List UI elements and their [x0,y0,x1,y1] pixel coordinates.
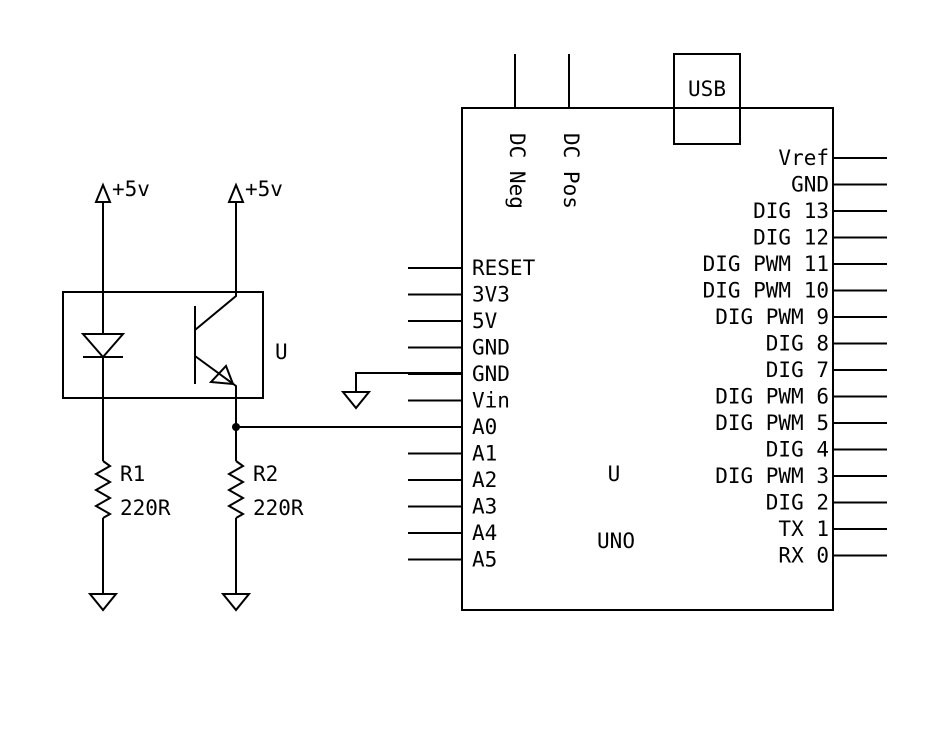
dc-neg-label: DC Neg [505,133,529,209]
ground-symbol-board [340,391,372,410]
pin-label-gnd-1: GND [791,173,829,197]
led-branch: +5v R1 220R [80,177,171,612]
pin-label-a4-10: A4 [472,521,497,545]
r1-value: 220R [120,496,171,520]
supply-arrow-right [227,182,245,203]
ground-symbol-r2 [220,593,252,612]
optocoupler-body [62,291,264,399]
pin-label-dig-7-8: DIG 7 [766,358,829,382]
resistor-r2 [226,460,246,519]
pin-label-rx-0-15: RX 0 [778,544,829,568]
supply-arrow-left [94,182,112,203]
supply-label-left: +5v [112,177,150,201]
pin-label-dig-2-13: DIG 2 [766,491,829,515]
pin-label-dig-12-3: DIG 12 [753,226,829,250]
pin-label-vref-0: Vref [778,146,829,170]
board-model: UNO [597,529,635,553]
transistor-branch: +5v R2 220R [194,177,462,612]
pin-label-a0-6: A0 [472,415,497,439]
pin-label-reset-0: RESET [472,256,536,280]
pin-label-vin-5: Vin [472,389,510,413]
pin-label-gnd-4: GND [472,362,510,386]
r1-ref: R1 [120,462,145,486]
pin-label-tx-1-14: TX 1 [778,517,829,541]
pin-label-dig-pwm-6-9: DIG PWM 6 [715,385,829,409]
led-symbol [80,333,126,359]
pin-label-dig-pwm-5-10: DIG PWM 5 [715,411,829,435]
transistor-collector [194,292,237,331]
board-body [461,107,834,611]
dc-pos-label: DC Pos [559,133,583,209]
transistor-emitter [194,355,237,428]
emitter-arrow [208,364,235,386]
pin-label-dig-4-11: DIG 4 [766,438,829,462]
pin-label-dig-8-7: DIG 8 [766,332,829,356]
supply-label-right: +5v [245,177,283,201]
pin-label-3v3-1: 3V3 [472,283,510,307]
usb-connector [673,53,741,145]
pin-label-a2-8: A2 [472,468,497,492]
pin-label-a5-11: A5 [472,548,497,572]
pin-label-a3-9: A3 [472,495,497,519]
board-ref: U [608,462,621,486]
r2-ref: R2 [253,462,278,486]
pin-label-dig-pwm-3-12: DIG PWM 3 [715,464,829,488]
pin-label-gnd-3: GND [472,336,510,360]
pin-label-dig-pwm-10-5: DIG PWM 10 [703,279,829,303]
r2-value: 220R [253,496,304,520]
arduino-board: USB DC Neg DC Pos RESET3V35VGNDGNDVinA0A… [408,53,887,611]
gnd-to-board [340,372,462,410]
wire-gnd-pin [355,372,462,392]
optocoupler-ref: U [275,340,288,364]
usb-label: USB [688,77,726,101]
ground-symbol-r1 [87,593,119,612]
pin-label-a1-7: A1 [472,442,497,466]
pin-label-dig-13-2: DIG 13 [753,199,829,223]
resistor-r1 [93,460,113,519]
pin-label-dig-pwm-11-4: DIG PWM 11 [703,252,829,276]
pin-label-dig-pwm-9-6: DIG PWM 9 [715,305,829,329]
pin-label-5v-2: 5V [472,309,498,333]
